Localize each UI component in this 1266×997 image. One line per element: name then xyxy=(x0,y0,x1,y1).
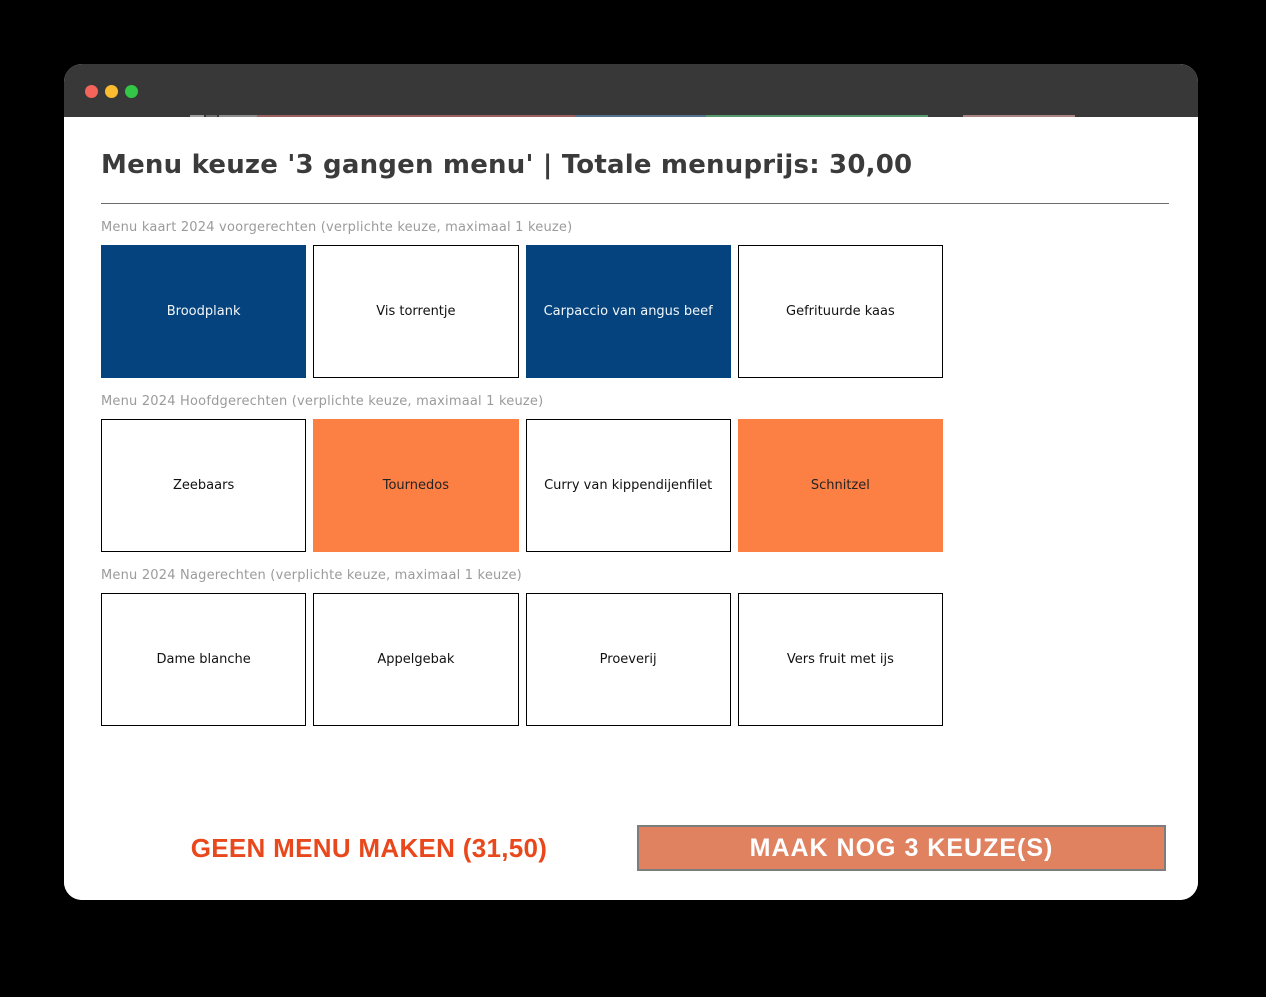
header-strip-segment xyxy=(257,115,575,117)
tile-row: Dame blanche Appelgebak Proeverij Vers frui… xyxy=(101,593,943,726)
menu-item-label: Dame blanche xyxy=(156,652,251,667)
menu-item-tile[interactable]: Schnitzel xyxy=(737,419,943,552)
header-strip-segment xyxy=(706,115,928,117)
menu-item-tile[interactable]: Curry van kippendijenfilet xyxy=(525,419,731,552)
menu-item-tile[interactable]: Dame blanche xyxy=(101,593,307,726)
menu-item-tile[interactable]: Gefrituurde kaas xyxy=(737,245,943,378)
title-divider xyxy=(101,203,1169,204)
header-strip-segment xyxy=(219,115,257,117)
menu-choice-window: Menu keuze '3 gangen menu' | Totale menu… xyxy=(64,64,1198,900)
menu-item-label: Vers fruit met ijs xyxy=(786,652,894,667)
menu-item-label: Tournedos xyxy=(382,478,449,493)
close-button[interactable] xyxy=(85,85,98,98)
maak-keuzes-button[interactable]: MAAK NOG 3 KEUZE(S) xyxy=(637,825,1166,871)
menu-section: Menu 2024 Nagerechten (verplichte keuze,… xyxy=(101,568,1169,726)
menu-item-tile[interactable]: Broodplank xyxy=(101,245,307,378)
traffic-lights xyxy=(85,85,138,98)
menu-item-label: Schnitzel xyxy=(810,478,870,493)
menu-sections: Menu kaart 2024 voorgerechten (verplicht… xyxy=(101,220,1169,726)
menu-section: Menu 2024 Hoofdgerechten (verplichte keu… xyxy=(101,394,1169,552)
menu-item-tile[interactable]: Zeebaars xyxy=(101,419,307,552)
menu-item-tile[interactable]: Proeverij xyxy=(525,593,731,726)
window-titlebar[interactable] xyxy=(64,64,1198,117)
menu-item-label: Vis torrentje xyxy=(376,304,456,319)
menu-item-tile[interactable]: Tournedos xyxy=(313,419,519,552)
menu-item-tile[interactable]: Vis torrentje xyxy=(313,245,519,378)
menu-item-label: Proeverij xyxy=(599,652,657,667)
zoom-button[interactable] xyxy=(125,85,138,98)
header-strip xyxy=(64,115,1198,117)
menu-item-label: Carpaccio van angus beef xyxy=(543,304,713,319)
menu-item-label: Gefrituurde kaas xyxy=(786,304,895,319)
header-strip-segment xyxy=(206,115,217,117)
menu-item-tile[interactable]: Vers fruit met ijs xyxy=(737,593,943,726)
minimize-button[interactable] xyxy=(105,85,118,98)
section-label: Menu 2024 Nagerechten (verplichte keuze,… xyxy=(101,568,522,583)
tile-row: Zeebaars Tournedos Curry van kippendijenfi… xyxy=(101,419,943,552)
header-strip-segment xyxy=(190,115,204,117)
menu-item-label: Curry van kippendijenfilet xyxy=(544,478,713,493)
menu-item-tile[interactable]: Appelgebak xyxy=(313,593,519,726)
menu-section: Menu kaart 2024 voorgerechten (verplicht… xyxy=(101,220,1169,378)
header-strip-segment xyxy=(963,115,1075,117)
menu-choice-content: Menu keuze '3 gangen menu' | Totale menu… xyxy=(64,150,1198,900)
menu-item-label: Zeebaars xyxy=(173,478,235,493)
menu-item-label: Appelgebak xyxy=(377,652,455,667)
section-label: Menu 2024 Hoofdgerechten (verplichte keu… xyxy=(101,394,544,409)
section-label: Menu kaart 2024 voorgerechten (verplicht… xyxy=(101,220,573,235)
menu-item-label: Broodplank xyxy=(166,304,241,319)
footer: GEEN MENU MAKEN (31,50) MAAK NOG 3 KEUZE… xyxy=(101,825,1166,871)
menu-item-tile[interactable]: Carpaccio van angus beef xyxy=(525,245,731,378)
header-strip-segment xyxy=(575,115,706,117)
page-title: Menu keuze '3 gangen menu' | Totale menu… xyxy=(101,150,913,180)
tile-row: Broodplank Vis torrentje Carpaccio van ang… xyxy=(101,245,943,378)
geen-menu-maken-button[interactable]: GEEN MENU MAKEN (31,50) xyxy=(190,832,548,863)
